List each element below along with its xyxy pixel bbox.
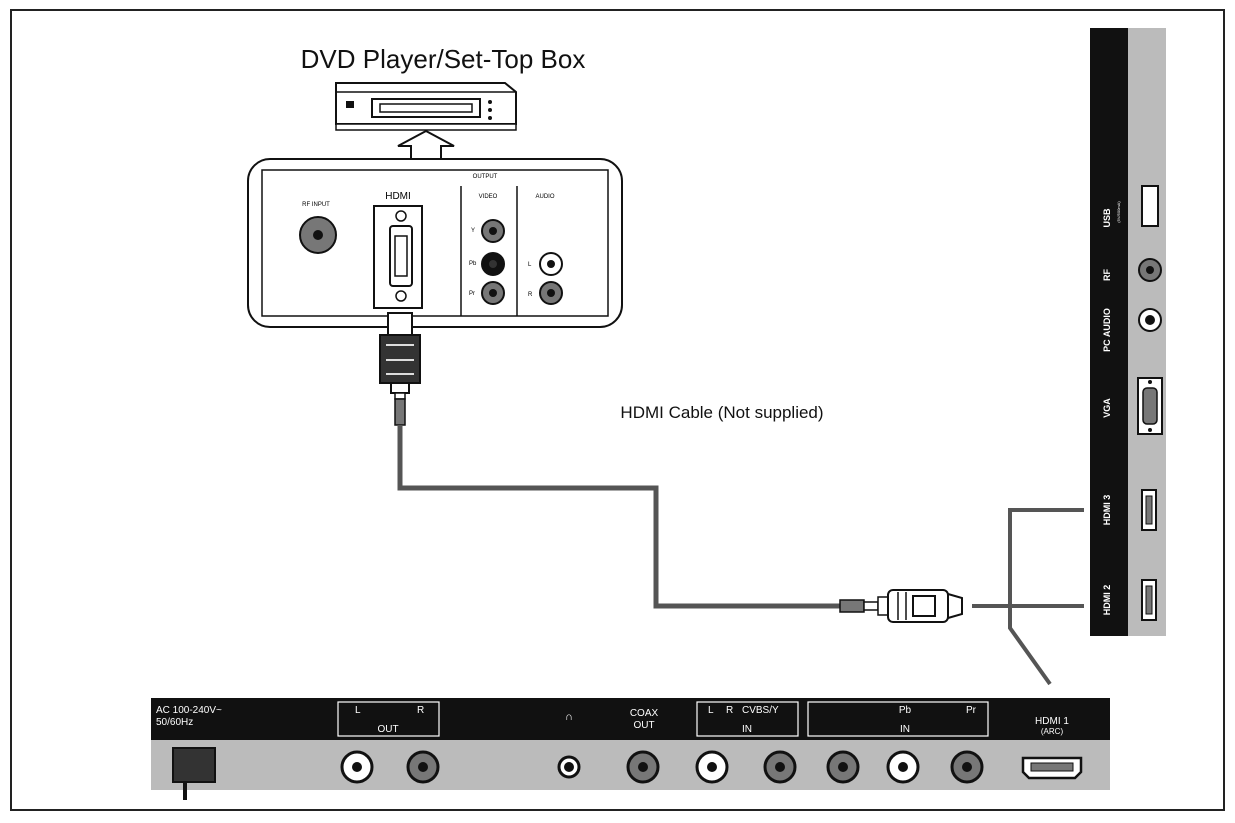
tv-side-panel-usb-sub-label: (5V/500mA) (1116, 201, 1121, 223)
hdmi-plug-source (379, 312, 421, 426)
hdmi-cable (397, 425, 840, 609)
source-panel-r-label: R (528, 292, 533, 298)
tv-bottom-panel-cvbs-label: CVBS/Y (742, 705, 779, 716)
ac-power-port (172, 747, 216, 783)
source-panel-video-label: VIDEO (479, 194, 498, 200)
tv-bottom-panel-out-r-label: R (417, 705, 424, 716)
source-panel-hdmi-label: HDMI (385, 191, 411, 202)
tv-bottom-panel-hz-label: 50/60Hz (156, 717, 193, 728)
tv-bottom-panel-pb-label: Pb (899, 705, 912, 716)
tv-side-panel-usb-label: USB (1102, 208, 1112, 228)
tv-bottom-panel-out-label: OUT (377, 724, 398, 735)
tv-bottom-panel-in-l-label: L (708, 705, 714, 716)
source-back-panel: RF INPUT HDMI OUTPUT VIDEO AUDIO Y Pb Pr… (247, 158, 623, 328)
tv-side-panel-pc-audio-label: PC AUDIO (1102, 308, 1112, 352)
source-panel-l-label: L (528, 262, 532, 268)
hdmi3-link (1008, 508, 1084, 686)
tv-side-panel-hdmi3-label: HDMI 3 (1102, 495, 1112, 526)
tv-bottom-panel-in1-label: IN (742, 724, 752, 735)
tv-bottom-panel-in-r-label: R (726, 705, 733, 716)
outer-frame (10, 9, 1225, 811)
tv-bottom-panel-coax-label: COAX (630, 708, 659, 719)
tv-bottom-panel: AC 100-240V~ 50/60Hz L R OUT ∩ COAX OUT … (151, 698, 1110, 800)
tv-bottom-panel-in2-label: IN (900, 724, 910, 735)
title: DVD Player/Set-Top Box (301, 44, 586, 74)
cable-label: HDMI Cable (Not supplied) (620, 403, 823, 422)
source-panel-output-label: OUTPUT (473, 174, 498, 180)
tv-bottom-panel-pr-label: Pr (966, 705, 977, 716)
power-icon (346, 101, 354, 108)
tv-bottom-panel-arc-label: (ARC) (1041, 727, 1064, 736)
dvd-player (335, 82, 517, 131)
tv-side-panel-rf-label: RF (1102, 269, 1112, 281)
hdmi-plug-tv (839, 589, 963, 623)
tv-bottom-panel-coax-out-label: OUT (633, 720, 654, 731)
tv-side-panel-hdmi2-label: HDMI 2 (1102, 585, 1112, 616)
usb-port (1141, 185, 1159, 227)
source-panel-rf-input-label: RF INPUT (302, 202, 330, 208)
tv-side-panel-vga-label: VGA (1102, 398, 1112, 418)
tv-bottom-panel-ac-label: AC 100-240V~ (156, 705, 222, 716)
tv-bottom-panel-out-l-label: L (355, 705, 361, 716)
source-panel-pr-label: Pr (469, 291, 475, 297)
source-panel-audio-label: AUDIO (535, 194, 554, 200)
source-panel-pb-label: Pb (469, 261, 477, 267)
tv-side-panel: USB (5V/500mA) RF PC AUDIO VGA HDMI 3 HD… (1090, 28, 1166, 636)
tv-bottom-panel-headphone-label: ∩ (565, 711, 573, 723)
source-panel-y-label: Y (471, 228, 475, 234)
tv-bottom-panel-hdmi1-label: HDMI 1 (1035, 716, 1069, 727)
